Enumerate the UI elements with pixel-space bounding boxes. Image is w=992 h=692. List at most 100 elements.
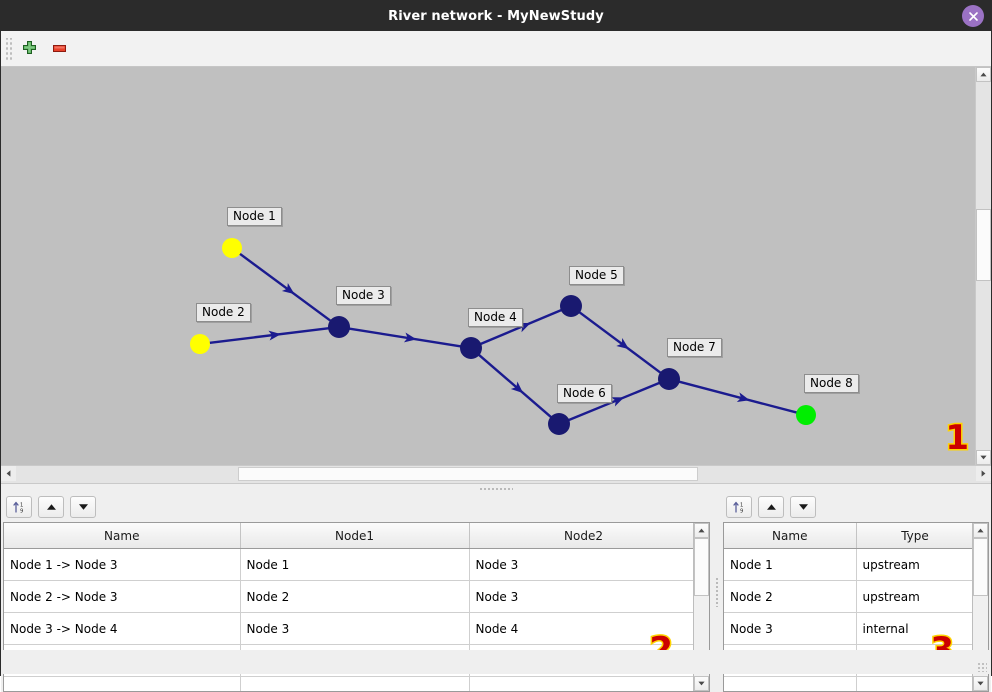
scroll-left-icon[interactable] — [1, 466, 16, 481]
graph-node-label-node-2[interactable]: Node 2 — [196, 303, 251, 322]
graph-node-node-4[interactable] — [460, 337, 482, 359]
edge-n5-n7[interactable] — [578, 311, 662, 374]
graph-node-label-node-3[interactable]: Node 3 — [336, 286, 391, 305]
edge-n1-n3[interactable] — [238, 252, 332, 323]
remove-node-button[interactable] — [46, 36, 72, 62]
graph-node-label-node-6[interactable]: Node 6 — [557, 384, 612, 403]
add-node-button[interactable] — [16, 36, 42, 62]
scroll-down-icon[interactable] — [976, 450, 991, 465]
edge-arrow-n7-n8 — [736, 392, 750, 402]
cell-node1[interactable]: Node 2 — [240, 580, 470, 613]
nodes-vscroll-thumb[interactable] — [973, 538, 988, 596]
canvas-hscroll-thumb[interactable] — [238, 467, 698, 481]
annotation-1: 1 — [944, 418, 971, 458]
edge-arrow-n5-n7 — [616, 337, 629, 350]
graph-node-label-node-1[interactable]: Node 1 — [227, 207, 282, 226]
cell-node2[interactable]: Node 3 — [469, 548, 699, 581]
arrow-down-icon[interactable] — [70, 496, 96, 518]
scroll-up-icon[interactable] — [694, 523, 709, 538]
green-plus-add-icon — [22, 41, 36, 54]
cell-node2[interactable]: Node 4 — [469, 612, 699, 645]
cell-name[interactable]: Node 1 — [724, 548, 857, 581]
graph-node-node-5[interactable] — [560, 295, 582, 317]
graph-node-label-node-8[interactable]: Node 8 — [804, 374, 859, 393]
nodes-table-row-empty[interactable] — [724, 676, 975, 691]
arrow-down-icon[interactable] — [790, 496, 816, 518]
cell-type[interactable]: upstream — [856, 580, 975, 613]
svg-text:9: 9 — [20, 509, 23, 515]
cell-name[interactable]: Node 1 -> Node 3 — [4, 548, 241, 581]
splitter-grip-icon — [479, 486, 513, 490]
canvas-vscroll-thumb[interactable] — [976, 209, 991, 281]
canvas-horizontal-scrollbar[interactable] — [1, 465, 991, 484]
svg-text:1: 1 — [20, 503, 23, 509]
graph-node-node-8[interactable] — [796, 405, 816, 425]
column-header-node1[interactable]: Node1 — [240, 523, 470, 549]
close-icon[interactable] — [962, 5, 984, 27]
edge-arrow-n2-n3 — [268, 330, 281, 341]
edge-n4-n5[interactable] — [479, 308, 563, 346]
reaches-header-row: Name Node1 Node2 — [4, 523, 699, 549]
scroll-up-icon[interactable] — [973, 523, 988, 538]
graph-node-label-node-4[interactable]: Node 4 — [468, 308, 523, 327]
vertical-splitter[interactable] — [712, 492, 721, 692]
sort-order-icon[interactable]: 1 9 — [6, 496, 32, 518]
graph-node-label-node-5[interactable]: Node 5 — [569, 266, 624, 285]
column-header-name[interactable]: Name — [4, 523, 241, 549]
main-toolbar — [1, 31, 991, 67]
scroll-down-icon[interactable] — [694, 676, 709, 691]
edge-n6-n7[interactable] — [567, 381, 661, 422]
graph-node-node-6[interactable] — [548, 413, 570, 435]
edge-n2-n3[interactable] — [208, 327, 330, 345]
arrow-up-icon[interactable] — [38, 496, 64, 518]
edge-arrow-n6-n7 — [611, 397, 625, 407]
graph-node-node-1[interactable] — [222, 238, 242, 258]
graph-node-label-node-7[interactable]: Node 7 — [667, 338, 722, 357]
scroll-up-icon[interactable] — [976, 67, 991, 82]
edge-n3-n4[interactable] — [348, 327, 462, 348]
window-title: River network - MyNewStudy — [388, 8, 604, 24]
canvas-vertical-scrollbar[interactable] — [975, 67, 991, 465]
cell-name[interactable]: Node 2 — [724, 580, 857, 613]
cell-name[interactable]: Node 3 -> Node 4 — [4, 612, 241, 645]
edge-arrow-n3-n4 — [403, 332, 417, 343]
scroll-right-icon[interactable] — [976, 466, 991, 481]
nodes-header-row: Name Type — [724, 523, 975, 549]
red-minus-remove-icon — [52, 45, 66, 52]
cell-node2[interactable]: Node 3 — [469, 580, 699, 613]
edge-n7-n8[interactable] — [678, 380, 798, 414]
cell-name[interactable]: Node 2 -> Node 3 — [4, 580, 241, 613]
nodes-toolbar: 1 9 — [721, 492, 991, 522]
svg-text:9: 9 — [740, 509, 743, 515]
column-header-node2[interactable]: Node2 — [469, 523, 699, 549]
edge-arrow-n1-n3 — [281, 283, 295, 295]
resize-grip-icon[interactable] — [977, 662, 987, 672]
graph-node-node-7[interactable] — [658, 368, 680, 390]
arrow-up-icon[interactable] — [758, 496, 784, 518]
scroll-down-icon[interactable] — [973, 676, 988, 691]
cell-type[interactable]: internal — [856, 612, 975, 645]
river-network-canvas[interactable]: Node 1 Node 2 Node 3 Node 4 Node 5 Node 6 Node… — [1, 67, 991, 465]
graph-node-node-2[interactable] — [190, 334, 210, 354]
cell-name[interactable]: Node 3 — [724, 612, 857, 645]
column-header-name[interactable]: Name — [724, 523, 857, 549]
edge-arrow-n4-n6 — [510, 381, 524, 394]
toolbar-drag-handle[interactable] — [4, 37, 13, 60]
edge-n4-n6[interactable] — [477, 353, 553, 419]
column-header-type[interactable]: Type — [856, 523, 975, 549]
cell-type[interactable]: upstream — [856, 548, 975, 581]
horizontal-splitter[interactable] — [1, 484, 991, 492]
reaches-vscroll-thumb[interactable] — [694, 538, 709, 596]
cell-node1[interactable]: Node 3 — [240, 612, 470, 645]
reaches-table-row-empty[interactable] — [4, 676, 699, 691]
sort-order-icon[interactable]: 1 9 — [726, 496, 752, 518]
graph-node-node-3[interactable] — [328, 316, 350, 338]
cell-node1[interactable]: Node 1 — [240, 548, 470, 581]
